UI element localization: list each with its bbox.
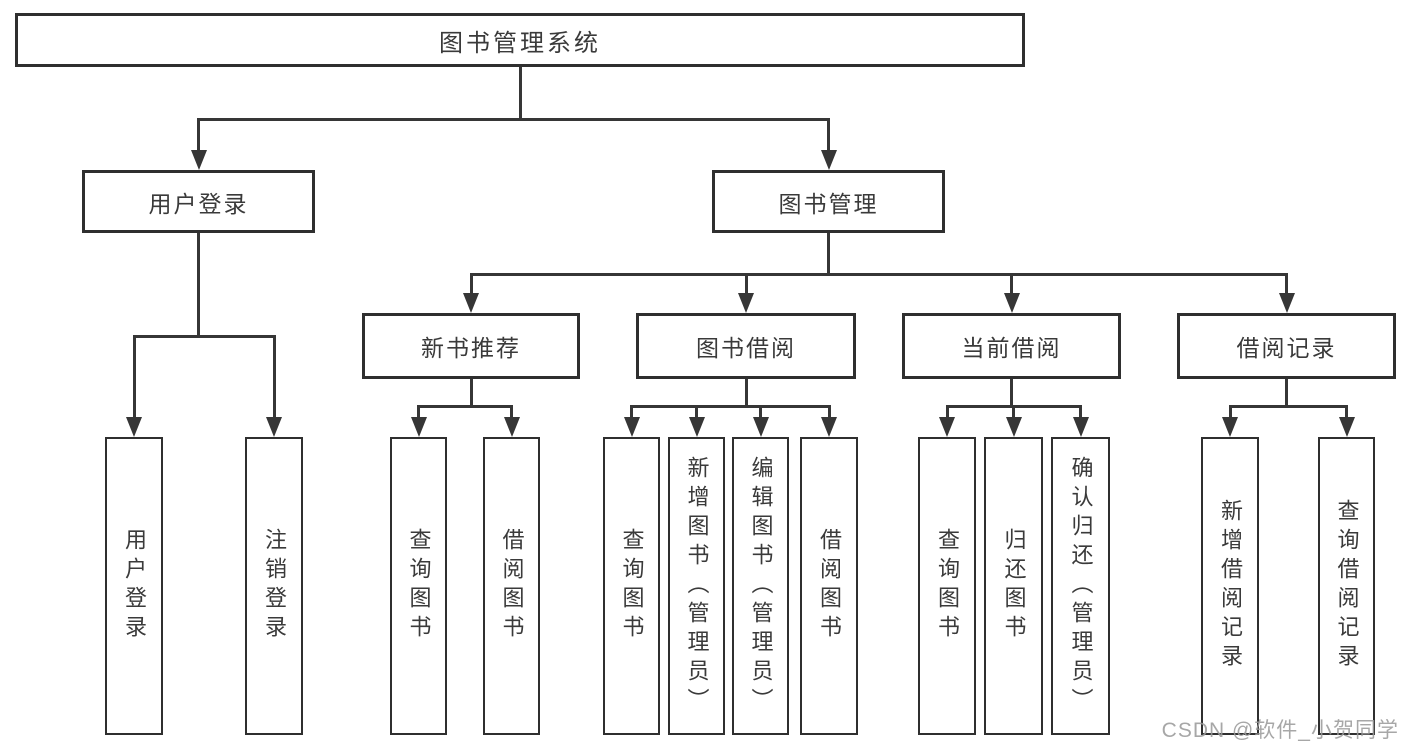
node-user-login: 用户登录 <box>82 170 315 233</box>
watermark: CSDN @软件_小贺同学 <box>1161 719 1399 742</box>
node-book-borrow: 图书借阅 <box>636 313 856 379</box>
connector-vertical-line <box>744 377 748 408</box>
connector-arrow-stub <box>1285 273 1288 295</box>
arrow-down-icon <box>1338 417 1355 437</box>
connector-horizontal-line <box>132 335 276 338</box>
connector-horizontal-line <box>630 405 831 408</box>
connector-vertical-line <box>197 231 200 338</box>
arrow-down-icon <box>821 417 837 437</box>
arrow-down-icon <box>463 293 479 313</box>
arrow-down-icon <box>1003 293 1020 313</box>
leaf-borrow-book-1: 借阅图书 <box>483 437 540 735</box>
arrow-down-icon <box>738 293 754 313</box>
leaf-query-borrow-record: 查询借阅记录 <box>1318 437 1375 735</box>
arrow-down-icon <box>820 150 837 170</box>
node-current-borrow: 当前借阅 <box>902 313 1121 379</box>
arrow-down-icon <box>1278 293 1295 313</box>
leaf-confirm-return-admin: 确认归还（管理员） <box>1051 437 1110 735</box>
connector-arrow-stub <box>759 405 762 419</box>
leaf-return-book: 归还图书 <box>984 437 1043 735</box>
connector-vertical-line <box>1285 377 1288 408</box>
connector-arrow-stub <box>827 405 831 419</box>
arrow-down-icon <box>1222 417 1238 437</box>
node-new-book-recommend: 新书推荐 <box>362 313 580 379</box>
arrow-down-icon <box>126 417 142 437</box>
connector-arrow-stub <box>132 335 136 419</box>
arrow-down-icon <box>190 150 207 170</box>
connector-vertical-line <box>518 64 522 121</box>
leaf-edit-book-admin: 编辑图书（管理员） <box>732 437 789 735</box>
node-book-management: 图书管理 <box>712 170 945 233</box>
connector-arrow-stub <box>469 273 473 295</box>
arrow-down-icon <box>266 417 282 437</box>
connector-arrow-stub <box>945 405 949 419</box>
connector-arrow-stub <box>197 118 200 152</box>
connector-vertical-line <box>827 231 830 276</box>
connector-vertical-line <box>1010 377 1013 408</box>
connector-horizontal-line <box>197 118 830 121</box>
leaf-user-login: 用户登录 <box>105 437 163 735</box>
leaf-query-book-3: 查询图书 <box>918 437 976 735</box>
connector-arrow-stub <box>1345 405 1348 419</box>
connector-arrow-stub <box>695 405 698 419</box>
connector-arrow-stub <box>1012 405 1015 419</box>
connector-vertical-line <box>469 377 473 408</box>
connector-arrow-stub <box>272 335 276 419</box>
node-borrow-record: 借阅记录 <box>1177 313 1396 379</box>
arrow-down-icon <box>939 417 955 437</box>
connector-arrow-stub <box>827 118 830 152</box>
arrow-down-icon <box>1005 417 1022 437</box>
connector-horizontal-line <box>417 405 513 408</box>
leaf-query-book-2: 查询图书 <box>603 437 660 735</box>
connector-arrow-stub <box>510 405 513 419</box>
arrow-down-icon <box>410 417 427 437</box>
connector-arrow-stub <box>630 405 633 419</box>
connector-horizontal-line <box>1228 405 1348 408</box>
leaf-logout: 注销登录 <box>245 437 303 735</box>
arrow-down-icon <box>1072 417 1089 437</box>
arrow-down-icon <box>503 417 520 437</box>
connector-arrow-stub <box>1079 405 1082 419</box>
connector-arrow-stub <box>417 405 420 419</box>
leaf-borrow-book-2: 借阅图书 <box>800 437 858 735</box>
leaf-query-book-1: 查询图书 <box>390 437 447 735</box>
arrow-down-icon <box>623 417 640 437</box>
arrow-down-icon <box>752 417 769 437</box>
arrow-down-icon <box>688 417 705 437</box>
node-root: 图书管理系统 <box>15 13 1025 67</box>
connector-arrow-stub <box>1010 273 1013 295</box>
leaf-add-borrow-record: 新增借阅记录 <box>1201 437 1259 735</box>
leaf-add-book-admin: 新增图书（管理员） <box>668 437 725 735</box>
connector-horizontal-line <box>469 273 1288 276</box>
connector-arrow-stub <box>744 273 748 295</box>
connector-arrow-stub <box>1228 405 1232 419</box>
